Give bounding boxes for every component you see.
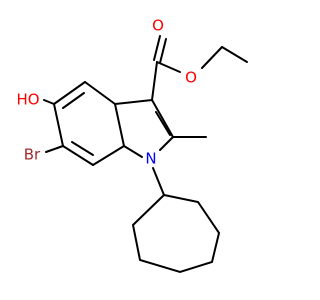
bond-c3-carbonyl	[151, 61, 158, 101]
bond-c6-c7-inner	[71, 141, 94, 156]
bond-c3a-c4	[84, 81, 116, 105]
cycloheptyl-ring	[131, 194, 221, 274]
bond-c4-c5-double	[53, 81, 86, 105]
bond-carbonyl-ester-o	[156, 61, 181, 73]
bond-ch2-ch3	[221, 46, 248, 63]
bond-c4-c5-inner	[62, 92, 85, 109]
bond-layer	[43, 35, 248, 274]
bond-c3a-c7a	[114, 103, 125, 147]
bond-n-c7a	[123, 145, 143, 158]
bond-ester-o-ch2	[201, 46, 223, 69]
hydroxyl-label: HO	[16, 91, 39, 109]
bond-c6-c7-double	[62, 145, 94, 166]
bond-c3-c2-inner	[155, 111, 171, 136]
bond-c2-n	[159, 136, 174, 151]
bond-c6-bromine	[45, 145, 64, 153]
bond-carbonyl-double-b	[159, 38, 167, 64]
structure-canvas: O O HO N Br	[16, 16, 248, 274]
bond-c3-c3a	[114, 99, 153, 105]
carbonyl-oxygen-label: O	[152, 17, 164, 35]
bond-carbonyl-double-a	[153, 35, 161, 61]
bond-c5-hydroxyl	[43, 99, 55, 105]
bromine-label: Br	[24, 146, 41, 164]
bond-c3-c2-double	[151, 99, 174, 138]
nitrogen-label: N	[145, 150, 156, 168]
label-layer: O O HO N Br	[16, 17, 196, 168]
bond-c5-c6	[53, 103, 64, 147]
molecule-diagram: O O HO N Br	[16, 17, 248, 274]
ester-oxygen-label: O	[185, 69, 197, 87]
bond-n-cycloheptyl	[152, 167, 165, 196]
bond-c7-c7a	[92, 145, 125, 166]
